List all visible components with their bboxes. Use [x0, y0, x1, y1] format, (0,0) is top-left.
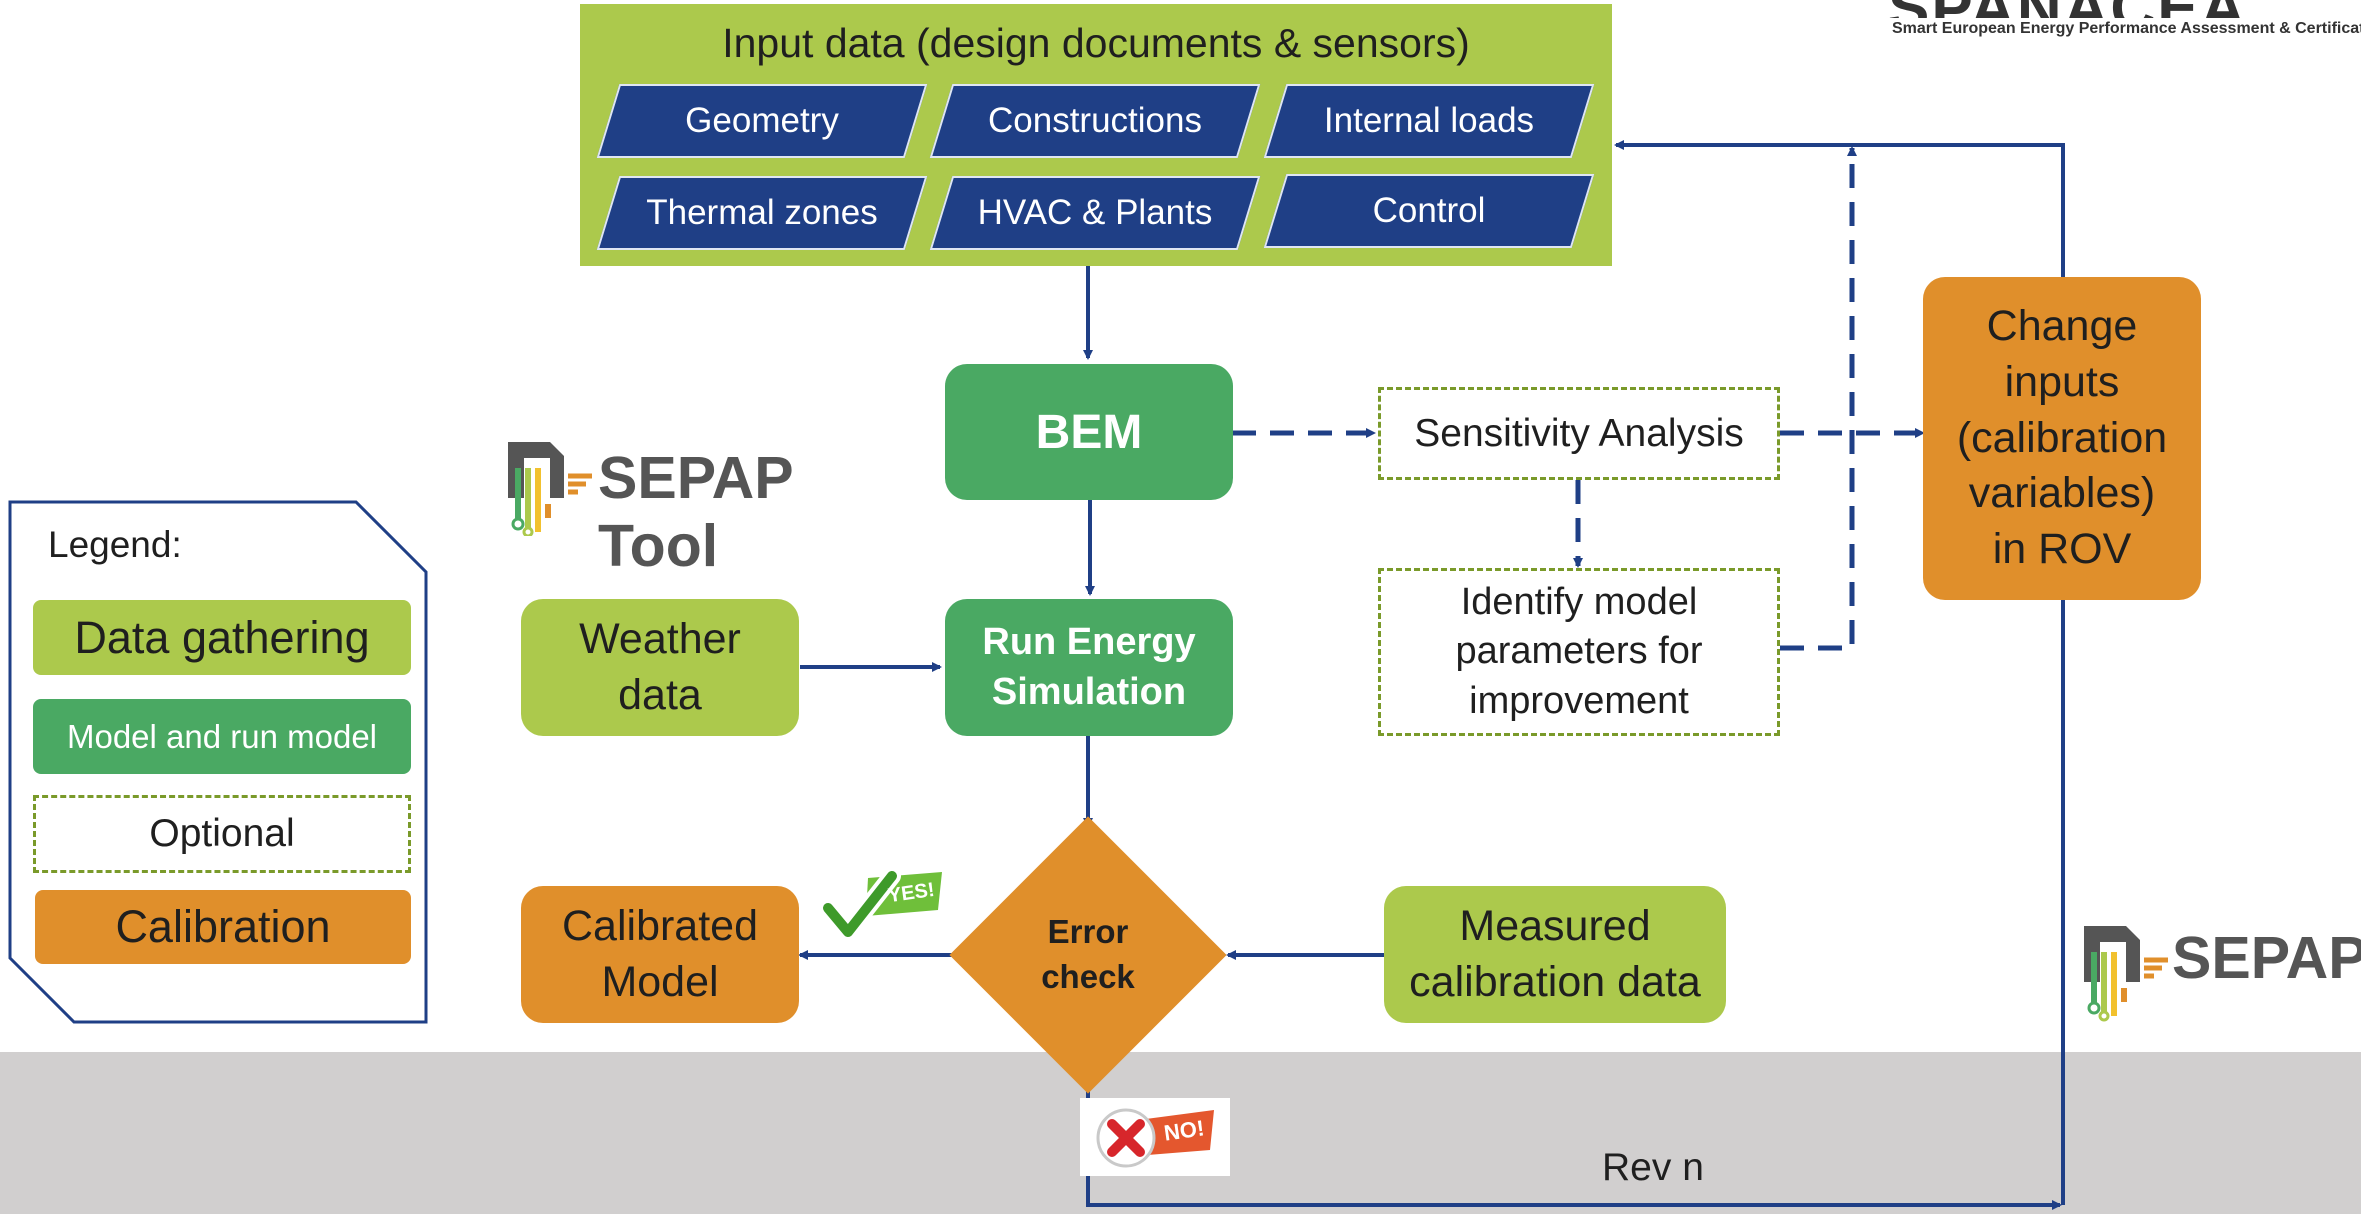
- dashed-identify-to-input: [1780, 146, 1857, 651]
- brand-tagline: Smart European Energy Performance Assess…: [1892, 20, 2361, 37]
- revision-label: Rev n: [1602, 1146, 1704, 1189]
- input-item-label: Constructions: [988, 101, 1202, 140]
- weather-data-node: Weather data: [521, 599, 799, 736]
- identify-line-2: parameters for: [1455, 630, 1703, 673]
- legend-item-label: Data gathering: [74, 611, 370, 663]
- error-line-1: Error: [1047, 913, 1129, 951]
- identify-line-1: Identify model: [1460, 580, 1698, 623]
- run-sim-line-1: Run Energy: [982, 621, 1196, 664]
- sensitivity-analysis-node: Sensitivity Analysis: [1378, 387, 1780, 480]
- sensitivity-label: Sensitivity Analysis: [1414, 411, 1744, 455]
- calibrated-model-node: Calibrated Model: [521, 886, 799, 1023]
- checkmark-icon: [822, 867, 942, 941]
- change-line-2: inputs: [2004, 357, 2120, 406]
- weather-line-1: Weather: [579, 614, 741, 663]
- input-item-internal-loads: Internal loads: [1263, 84, 1595, 158]
- change-line-1: Change: [1986, 301, 2138, 350]
- calibrated-line-1: Calibrated: [562, 901, 758, 950]
- input-item-geometry: Geometry: [596, 84, 928, 158]
- identify-parameters-node: Identify model parameters for improvemen…: [1378, 568, 1780, 736]
- run-sim-line-2: Simulation: [991, 670, 1187, 713]
- input-item-label: Geometry: [685, 101, 839, 140]
- input-item-label: Thermal zones: [646, 193, 878, 232]
- bem-node: BEM: [945, 364, 1233, 500]
- measured-calibration-data-node: Measured calibration data: [1384, 886, 1726, 1023]
- legend-item-label: Model and run model: [66, 717, 378, 755]
- bem-label: BEM: [1035, 405, 1143, 459]
- measured-line-2: calibration data: [1409, 957, 1701, 1006]
- weather-line-2: data: [618, 670, 702, 719]
- sepap-logo-icon: [508, 442, 592, 536]
- arrow-change-to-input: [1614, 140, 2065, 278]
- change-inputs-node: Change inputs (calibration variables) in…: [1923, 277, 2201, 600]
- input-item-thermal-zones: Thermal zones: [596, 176, 928, 250]
- brand-logo-text: SPANACEA: [1888, 0, 2247, 18]
- legend-item-data-gathering: Data gathering: [33, 600, 411, 675]
- measured-line-1: Measured: [1459, 901, 1651, 950]
- input-item-label: Internal loads: [1323, 101, 1535, 140]
- calibrated-line-2: Model: [601, 957, 719, 1006]
- legend-item-optional: Optional: [33, 795, 411, 873]
- sepap-logo-icon: [2084, 926, 2168, 1022]
- legend-title: Legend:: [48, 524, 182, 565]
- sepap-corner-logo: SEPAP: [2080, 920, 2361, 1024]
- brand-logo-partial: SPANACEA: [1888, 0, 2361, 18]
- error-line-2: check: [1041, 958, 1135, 995]
- input-panel-title: Input data (design documents & sensors): [722, 19, 1470, 66]
- legend-item-model-run: Model and run model: [33, 699, 411, 774]
- change-line-4: variables): [1968, 469, 2156, 518]
- input-item-constructions: Constructions: [929, 84, 1261, 158]
- sepap-corner-logo-text: SEPAP: [2172, 925, 2361, 991]
- change-line-5: in ROV: [1992, 525, 2132, 574]
- yes-badge: YES!: [822, 866, 946, 946]
- change-line-3: (calibration: [1956, 413, 2168, 462]
- sepap-tool-logo: SEPAP Tool: [506, 440, 926, 579]
- input-item-hvac-plants: HVAC & Plants: [929, 176, 1261, 250]
- legend-item-calibration: Calibration: [35, 890, 411, 964]
- legend-item-label: Optional: [149, 812, 295, 855]
- input-item-label: Control: [1372, 191, 1486, 230]
- identify-line-3: improvement: [1469, 679, 1689, 722]
- error-check-label: Error check: [988, 900, 1188, 1010]
- sepap-tool-logo-text: SEPAP Tool: [598, 445, 793, 579]
- input-item-control: Control: [1263, 174, 1595, 248]
- x-mark-icon: [1096, 1108, 1214, 1168]
- input-item-label: HVAC & Plants: [977, 193, 1213, 232]
- run-energy-simulation-node: Run Energy Simulation: [945, 599, 1233, 736]
- legend-item-label: Calibration: [115, 901, 331, 952]
- no-badge: NO!: [1080, 1098, 1230, 1176]
